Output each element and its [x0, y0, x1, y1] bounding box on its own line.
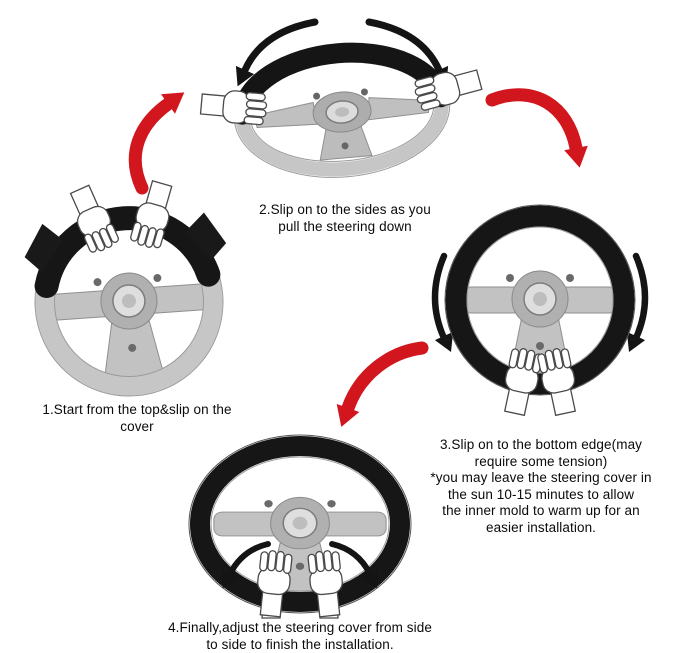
caption-line: 2.Slip on to the sides as you [259, 202, 431, 217]
caption-line: pull the steering down [278, 218, 412, 234]
caption-line: 1.Start from the top&slip on the [42, 402, 232, 417]
cover-full-rim [445, 205, 635, 395]
steering-wheel-step4-illustration [188, 434, 412, 619]
caption-line: the inner mold to warm up for an [442, 503, 640, 519]
cover-end-right [185, 212, 227, 261]
red-arrow-step1-to-step2-icon [128, 92, 185, 195]
adjust-arrow-left [222, 541, 271, 589]
left-hand [499, 346, 544, 416]
adjust-arrow-right [329, 541, 378, 589]
step-4-caption: 4.Finally,adjust the steering cover from… [132, 620, 468, 653]
caption-line: require some tension) [474, 453, 608, 469]
steering-wheel-step3-illustration [431, 204, 649, 405]
red-arrow-step3-to-step4-icon [336, 341, 429, 427]
wheel-body [199, 42, 485, 178]
step-1-caption: 1.Start from the top&slip on the cover [28, 402, 246, 435]
caption-line: 4.Finally,adjust the steering cover from… [168, 620, 432, 635]
pull-down-arrow-right [626, 252, 649, 352]
steering-wheel-step2-illustration [199, 18, 485, 178]
pull-down-arrow-left [235, 18, 319, 87]
caption-line: to side to finish the installation. [206, 636, 394, 652]
cover-full-rim [190, 436, 410, 612]
cover-on-top-arc [34, 206, 221, 299]
steering-wheel-step1-illustration [24, 178, 227, 397]
caption-line: 3.Slip on to the bottom edge(may [439, 437, 643, 452]
cover-on-top-arc [232, 42, 451, 125]
red-arrow-step2-to-step3-icon [485, 88, 588, 168]
caption-line: *you may leave the steering cover in [430, 470, 652, 486]
right-hand [536, 346, 581, 416]
caption-line: easier installation. [485, 519, 597, 535]
cover-end-left [24, 223, 64, 273]
step-2-caption: 2.Slip on to the sides as you pull the s… [236, 202, 454, 235]
caption-line: the sun 10-15 minutes to allow [447, 486, 635, 502]
wheel-body [444, 204, 636, 417]
left-hand [199, 87, 269, 127]
step-3-caption: 3.Slip on to the bottom edge(may require… [416, 437, 666, 537]
wheel-body [24, 178, 227, 397]
wheel-body [188, 434, 412, 619]
caption-line: cover [120, 418, 154, 434]
pull-down-arrow-left [431, 252, 454, 352]
